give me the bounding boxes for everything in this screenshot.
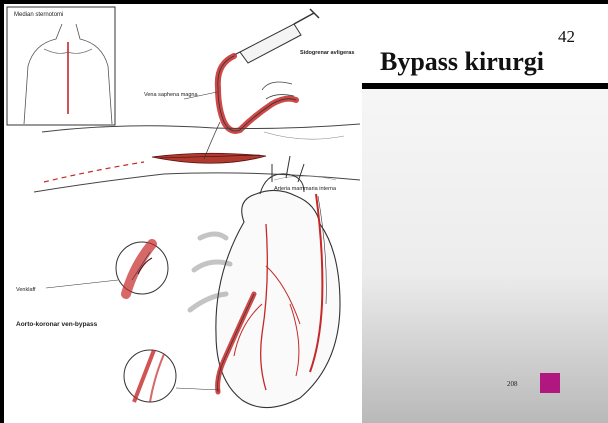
slide-number: 42 xyxy=(558,27,575,47)
label-vena: Vena saphena magna xyxy=(144,92,198,98)
page-reference: 208 xyxy=(507,380,518,388)
accent-square xyxy=(540,373,560,393)
slide-title: Bypass kirurgi xyxy=(380,47,544,77)
label-venklaff: Venklaff xyxy=(16,287,36,293)
label-sidogrenar: Sidogrenar avligeras xyxy=(300,50,354,56)
gradient-panel xyxy=(362,89,608,423)
bypass-surgery-illustration: Median sternotomi Vena saphena magna Sid… xyxy=(4,4,360,423)
label-arteria: Arteria mammaria interna xyxy=(274,186,337,192)
label-median: Median sternotomi xyxy=(14,12,63,18)
label-aorto: Aorto-koronar ven-bypass xyxy=(16,321,98,328)
sternotomy-inset: Median sternotomi xyxy=(7,7,115,125)
